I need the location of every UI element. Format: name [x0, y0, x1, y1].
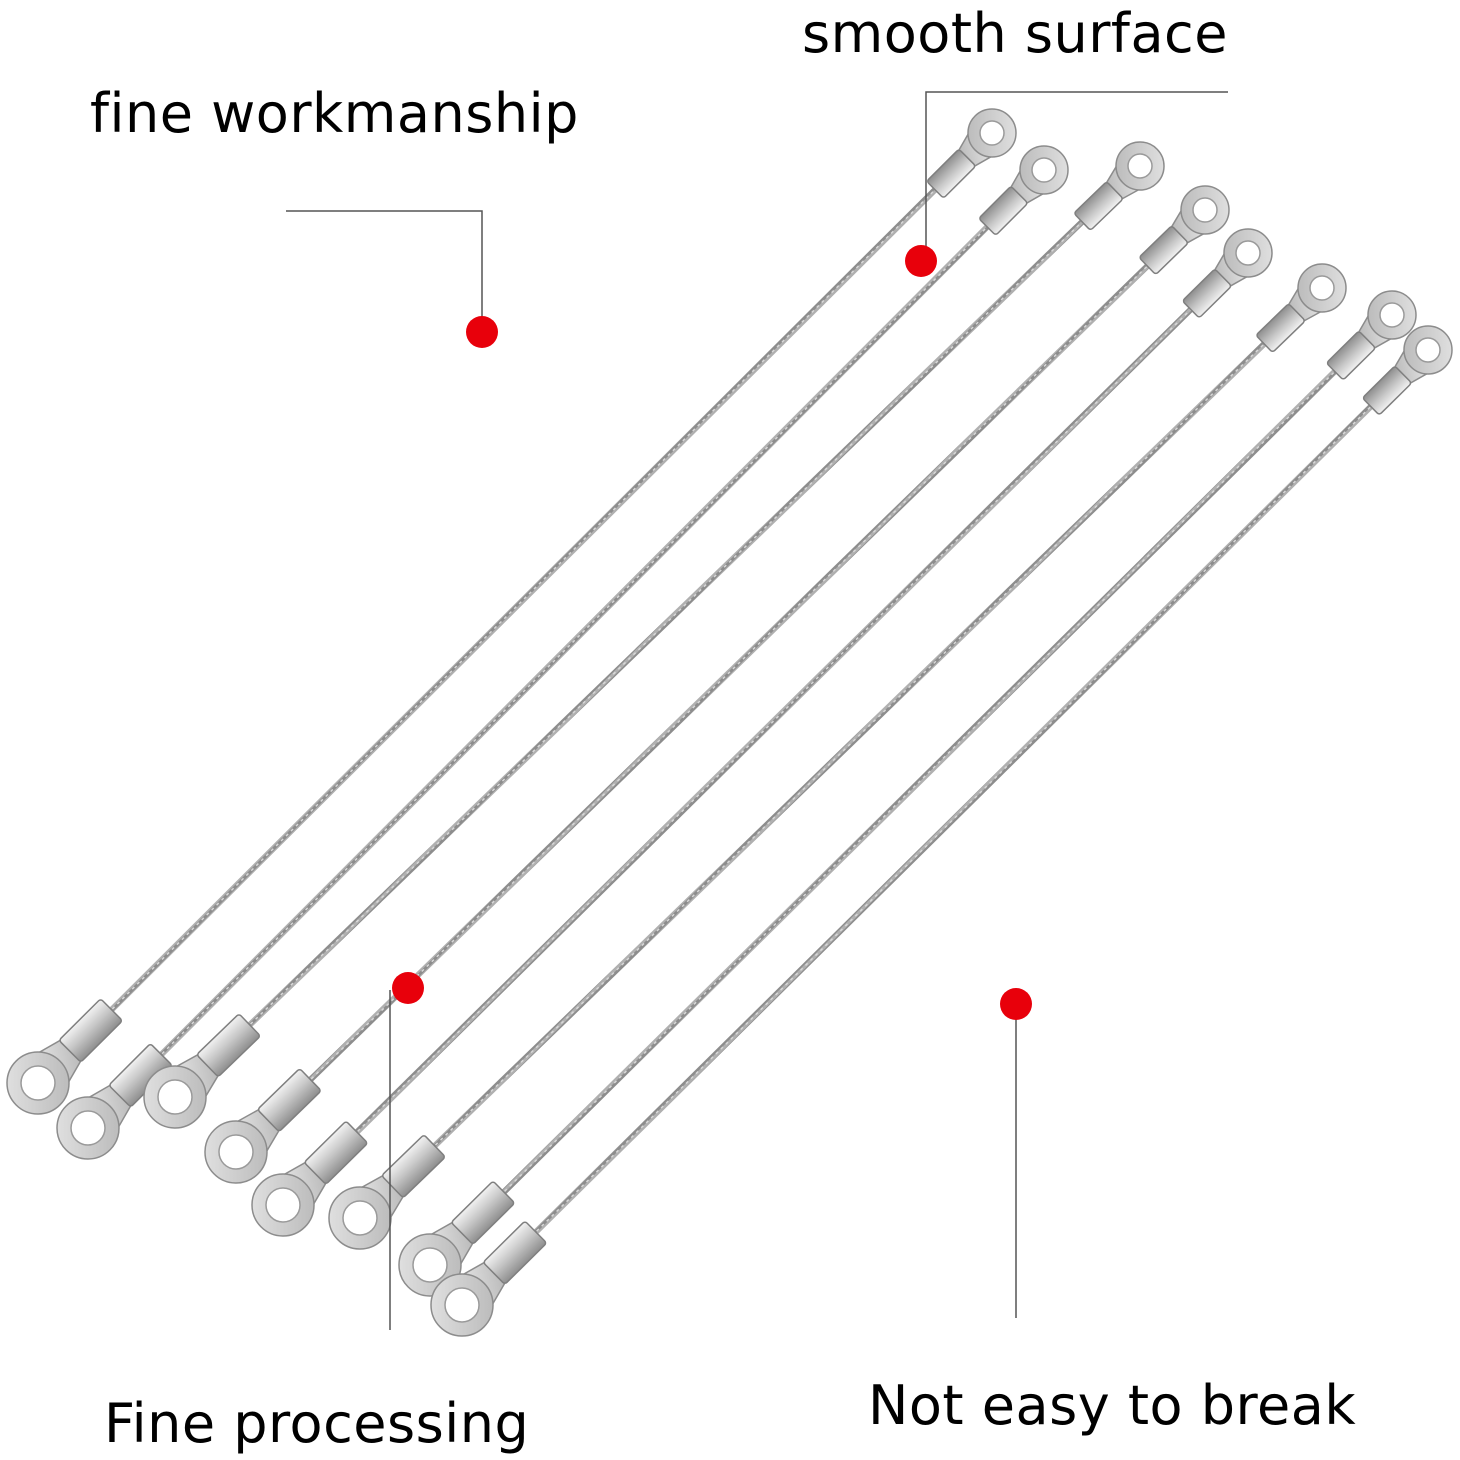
wire-rope-cable: [398, 290, 1417, 1297]
callout-dots: [392, 245, 1032, 1020]
cable-highlight: [429, 314, 1393, 1266]
ring-terminal-top: [927, 108, 1017, 198]
callout-fine-processing: Fine processing: [104, 1392, 530, 1455]
leader-line-smooth-surface: [925, 91, 1228, 260]
callout-not-easy-to-break: Not easy to break: [868, 1374, 1357, 1437]
cable-highlight: [87, 169, 1045, 1129]
cable-highlight: [282, 252, 1249, 1206]
ring-terminal-bottom: [143, 1014, 261, 1129]
ring-terminal-top: [1362, 325, 1453, 415]
wire-rope-cable: [6, 108, 1017, 1115]
leader-line-fine-workmanship: [286, 210, 483, 330]
ring-terminal-top: [1074, 141, 1165, 230]
ring-terminal-top: [979, 145, 1069, 235]
ring-terminal-bottom: [251, 1121, 368, 1237]
red-dot-fine-workmanship: [466, 316, 498, 348]
callout-leaders: [286, 91, 1228, 1330]
ring-terminal-bottom: [204, 1068, 321, 1184]
callout-fine-workmanship: fine workmanship: [90, 82, 579, 145]
ring-terminal-top: [1182, 228, 1273, 318]
wire-rope-cable: [56, 145, 1069, 1160]
red-dot-not-easy-to-break: [1000, 988, 1032, 1020]
red-dot-fine-processing: [392, 972, 424, 1004]
cable-highlight: [359, 287, 1323, 1219]
ring-terminal-bottom: [56, 1044, 172, 1160]
cable-highlight: [37, 132, 993, 1084]
ring-terminal-top: [1326, 290, 1417, 380]
wire-rope-cable: [204, 185, 1230, 1184]
red-dot-smooth-surface: [905, 245, 937, 277]
cable-strand: [172, 163, 1143, 1100]
callout-smooth-surface: smooth surface: [802, 2, 1228, 65]
wire-rope-cable: [251, 228, 1273, 1237]
ring-terminal-bottom: [328, 1135, 445, 1250]
wire-rope-cable: [328, 263, 1347, 1250]
ring-terminal-top: [1256, 263, 1347, 353]
wire-rope-cables: [6, 108, 1453, 1337]
wire-rope-cable: [143, 141, 1165, 1129]
wire-rope-cable: [430, 325, 1453, 1337]
ring-terminal-bottom: [430, 1221, 547, 1337]
cable-highlight: [461, 349, 1429, 1306]
ring-terminal-top: [1139, 185, 1230, 275]
ring-terminal-bottom: [6, 999, 123, 1115]
